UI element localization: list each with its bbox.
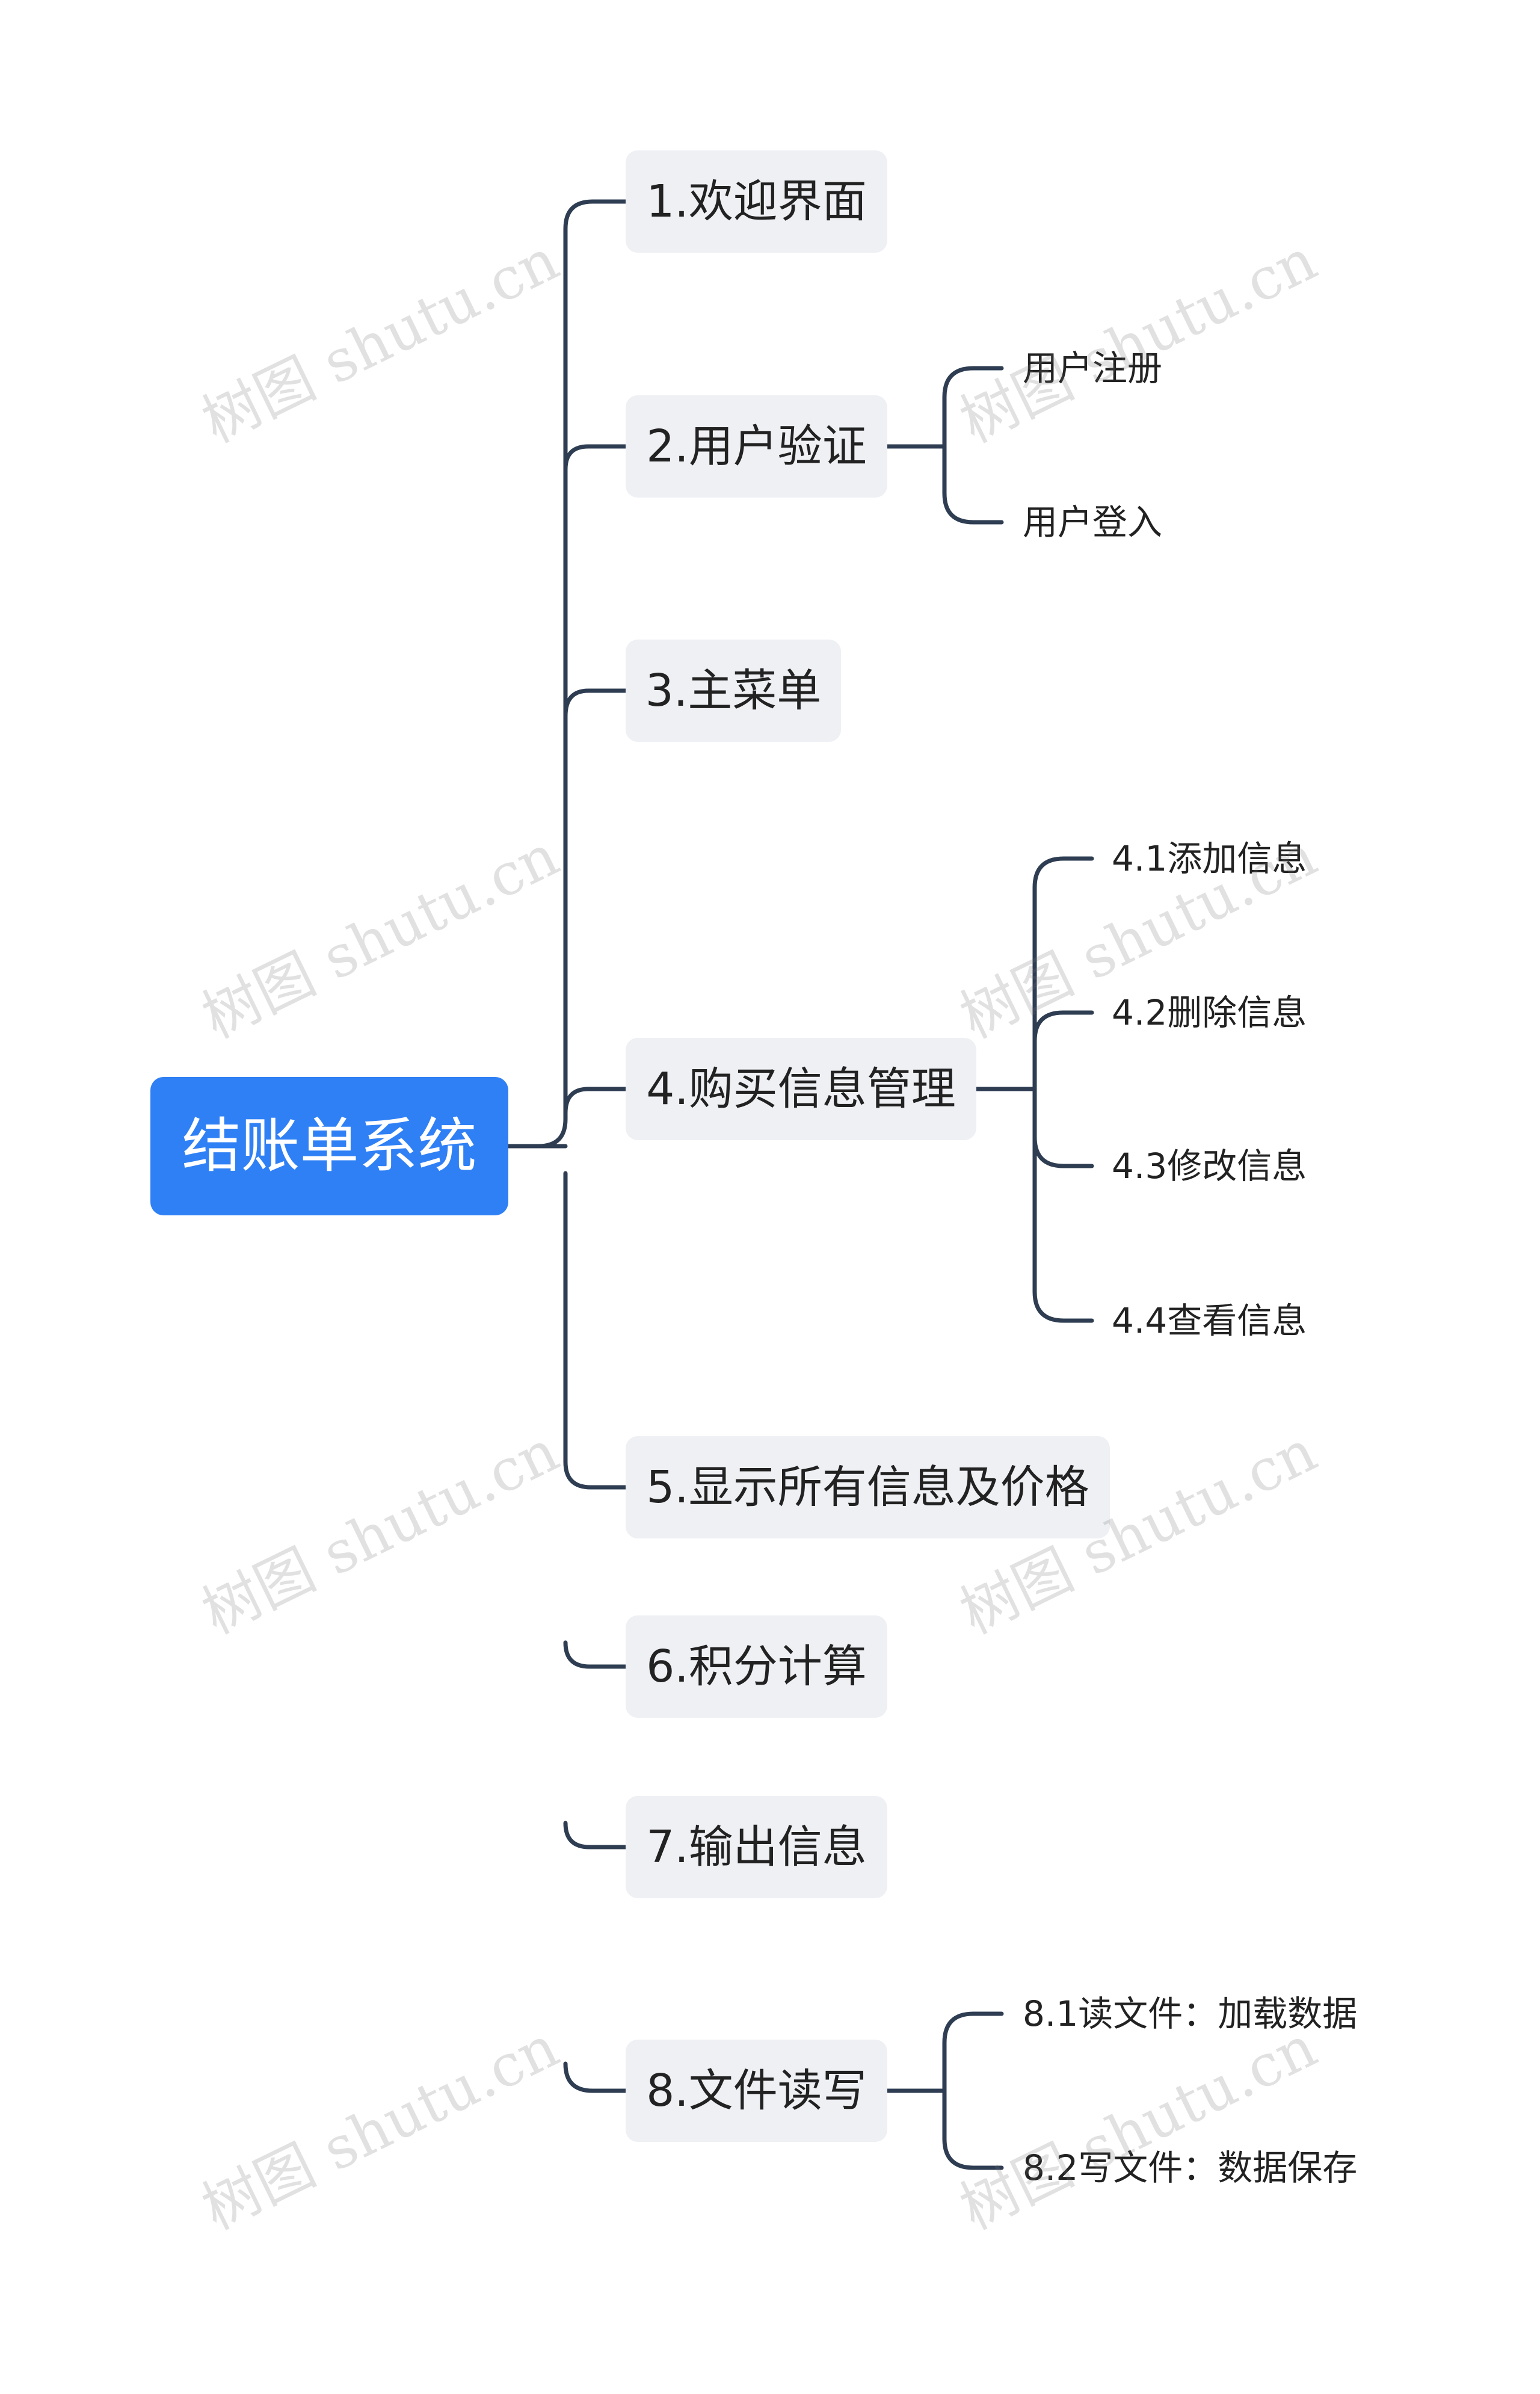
connector-branch-4-child-2	[1032, 1010, 1094, 1043]
leaf-node[interactable]: 用户注册	[1023, 348, 1163, 389]
connector-branch-8-child-2	[942, 2088, 1004, 2170]
connector-branch-4	[563, 1087, 628, 1115]
leaf-node[interactable]: 4.1添加信息	[1112, 838, 1307, 879]
branch-node-6[interactable]: 6.积分计算	[626, 1615, 887, 1718]
leaf-node[interactable]: 4.2删除信息	[1112, 992, 1307, 1033]
branch-node-7[interactable]: 7.输出信息	[626, 1796, 887, 1898]
branch-node-3[interactable]: 3.主菜单	[626, 640, 841, 742]
leaf-node[interactable]: 8.2写文件：数据保存	[1023, 2147, 1358, 2188]
root-node[interactable]: 结账单系统	[150, 1077, 508, 1215]
connector-branch-2-child-1	[942, 366, 1004, 449]
connector-branch-2	[563, 444, 628, 472]
branch-node-4[interactable]: 4.购买信息管理	[626, 1038, 976, 1140]
connector-branch-1	[536, 199, 628, 1149]
connector-branch-6	[563, 1640, 628, 1669]
branch-node-8[interactable]: 8.文件读写	[626, 2040, 887, 2142]
connector-branch-5	[563, 1171, 628, 1490]
leaf-node[interactable]: 4.3修改信息	[1112, 1146, 1307, 1186]
branch-node-2[interactable]: 2.用户验证	[626, 395, 887, 498]
branch-node-1[interactable]: 1.欢迎界面	[626, 150, 887, 253]
connector-branch-7	[563, 1821, 628, 1849]
connector-branch-4-child-1	[1032, 856, 1094, 1091]
leaf-node[interactable]: 8.1读文件：加载数据	[1023, 1993, 1358, 2034]
connector-branch-4-child-3	[1032, 1135, 1094, 1168]
leaf-node[interactable]: 4.4查看信息	[1112, 1300, 1307, 1341]
connector-branch-2-child-2	[942, 444, 1004, 525]
connector-branch-8	[563, 2061, 628, 2093]
connector-branch-3	[563, 688, 628, 718]
connector-branch-4-child-4	[1032, 1087, 1094, 1323]
leaf-node[interactable]: 用户登入	[1023, 502, 1163, 543]
branch-node-5[interactable]: 5.显示所有信息及价格	[626, 1436, 1110, 1538]
connector-branch-8-child-1	[942, 2011, 1004, 2093]
